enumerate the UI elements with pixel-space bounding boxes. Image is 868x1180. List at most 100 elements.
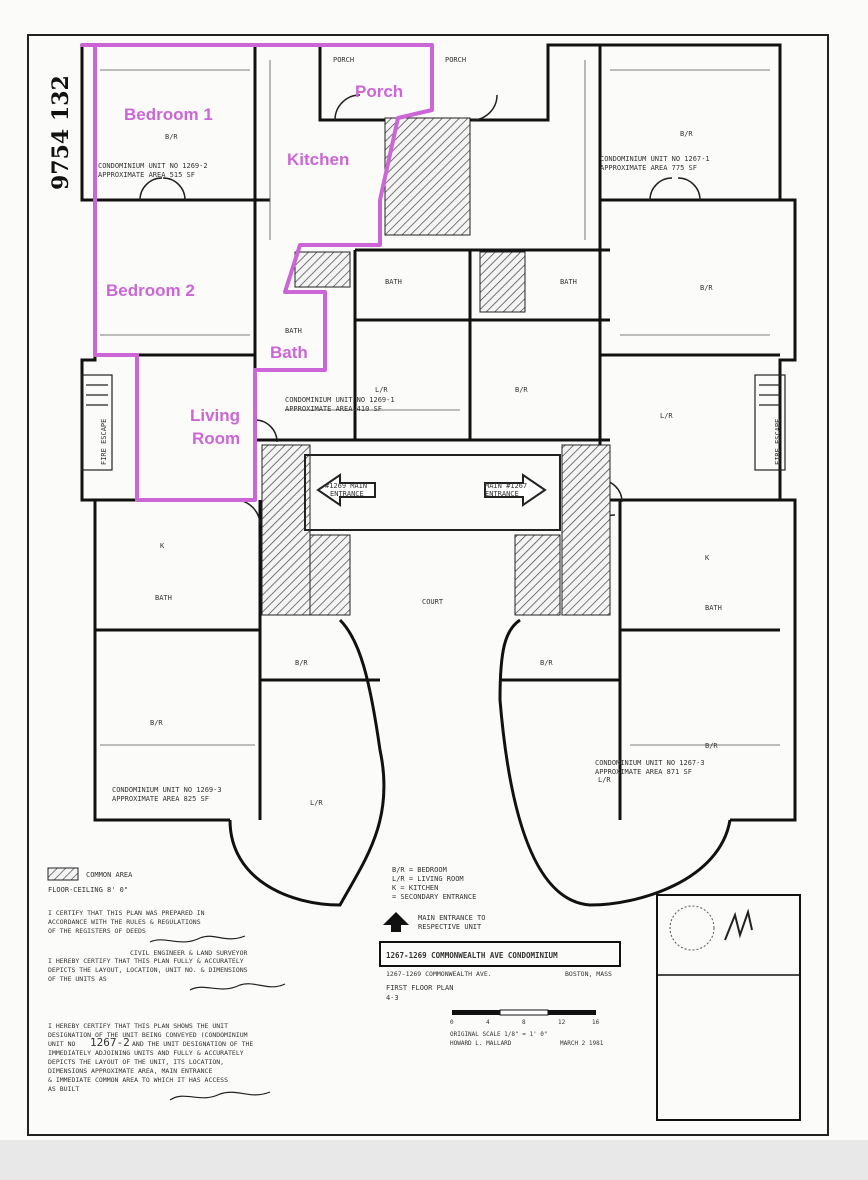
bath-label-d: BATH xyxy=(155,594,172,602)
main-entrance-arrow-icon xyxy=(383,912,409,932)
unit-nw-label-2: APPROXIMATE AREA 515 SF xyxy=(98,171,195,179)
unit-ne-label-1: CONDOMINIUM UNIT NO 1267-1 xyxy=(600,155,710,163)
unit-se-label-2: APPROXIMATE AREA 871 SF xyxy=(595,768,692,776)
br-label-se: B/R xyxy=(705,742,718,750)
cert3-line-2: UNIT NO xyxy=(48,1040,75,1048)
legend-key-2: K = KITCHEN xyxy=(392,884,438,892)
legend-key-3: = SECONDARY ENTRANCE xyxy=(392,893,476,901)
bath-label-a: BATH xyxy=(385,278,402,286)
porch-right-label: PORCH xyxy=(445,56,466,64)
k-label-sw: K xyxy=(160,542,165,550)
br-label-sw2: B/R xyxy=(295,659,308,667)
cert3-line-5: DEPICTS THE LAYOUT OF THE UNIT, ITS LOCA… xyxy=(48,1058,224,1066)
room-label: Room xyxy=(192,429,240,448)
unit-c-label-2: APPROXIMATE AREA 410 SF xyxy=(285,405,382,413)
cert3-line-0: I HEREBY CERTIFY THAT THIS PLAN SHOWS TH… xyxy=(48,1022,228,1030)
signature-3 xyxy=(169,1091,271,1101)
side-number: 9754 132 xyxy=(48,75,74,190)
br-label-c: B/R xyxy=(515,386,528,394)
scale-tick-2: 8 xyxy=(522,1019,526,1026)
scale-date: MARCH 2 1981 xyxy=(560,1040,604,1047)
unit-c-label-1: CONDOMINIUM UNIT NO 1269-1 xyxy=(285,396,395,404)
highlighted-unit-outline xyxy=(80,43,434,502)
common-areas xyxy=(261,117,611,616)
title-address: 1267-1269 COMMONWEALTH AVE. xyxy=(386,970,492,978)
porch-left-label: PORCH xyxy=(333,56,354,64)
title-floor-no: 4-3 xyxy=(386,994,399,1002)
lr-label-se: L/R xyxy=(598,776,611,784)
lr-label-sw: L/R xyxy=(310,799,323,807)
scale-tick-0: 0 xyxy=(450,1019,454,1026)
lr-label-c: L/R xyxy=(375,386,388,394)
entrance-left-label-1: #1269 MAIN xyxy=(325,482,367,490)
porch-label: Porch xyxy=(355,82,403,101)
bedroom-2-label: Bedroom 2 xyxy=(106,281,195,300)
drawing-frame xyxy=(27,34,829,1136)
k-label-se: K xyxy=(705,554,710,562)
cert3-line-3: AND THE UNIT DESIGNATION OF THE xyxy=(132,1040,253,1048)
unit-sw-label-2: APPROXIMATE AREA 825 SF xyxy=(112,795,209,803)
bath-label: Bath xyxy=(270,343,308,362)
scale-original: ORIGINAL SCALE 1/8" = 1' 0" xyxy=(450,1031,548,1038)
entrance-corridor xyxy=(304,454,561,531)
entrance-right-label-1: MAIN #1267 xyxy=(485,482,527,490)
cert3-line-4: IMMEDIATELY ADJOINING UNITS AND FULLY & … xyxy=(48,1049,244,1057)
signature-1 xyxy=(149,935,246,943)
highlight-labels: Bedroom 1 Bedroom 2 Kitchen Porch Bath L… xyxy=(106,82,403,448)
scale-bar: 0 4 8 12 16 ORIGINAL SCALE 1/8" = 1' 0" … xyxy=(450,1009,604,1047)
cert3-line-7: & IMMEDIATE COMMON AREA TO WHICH IT HAS … xyxy=(48,1076,228,1084)
seal-icon xyxy=(669,905,715,951)
cert2-line-2: OF THE UNITS AS xyxy=(48,975,107,983)
legend-key-1: L/R = LIVING ROOM xyxy=(392,875,464,883)
unit-se-label-1: CONDOMINIUM UNIT NO 1267-3 xyxy=(595,759,705,767)
bath-label-b: BATH xyxy=(560,278,577,286)
living-label: Living xyxy=(190,406,240,425)
title-city: BOSTON, MASS xyxy=(565,970,612,978)
bath-label-c: BATH xyxy=(285,327,302,335)
unit-nw-label-1: CONDOMINIUM UNIT NO 1269-2 xyxy=(98,162,208,170)
cert3-unit-no: 1267-2 xyxy=(90,1036,130,1049)
legend-floor-ceiling: FLOOR-CEILING 8' 0" xyxy=(48,886,128,894)
certifications: I CERTIFY THAT THIS PLAN WAS PREPARED IN… xyxy=(48,909,286,1101)
scan-bottom-strip xyxy=(0,1140,868,1180)
cert3-line-1: DESIGNATION OF THE UNIT BEING CONVEYED (… xyxy=(48,1031,248,1039)
dimension-lines xyxy=(100,60,780,746)
lr-label-ne: L/R xyxy=(660,412,673,420)
fire-escape-right-label: FIRE ESCAPE xyxy=(774,419,782,465)
common-area-swatch xyxy=(47,867,79,881)
cert3-line-6: DIMENSIONS APPROXIMATE AREA, MAIN ENTRAN… xyxy=(48,1067,212,1075)
scale-tick-4: 16 xyxy=(592,1019,600,1026)
title-floor: FIRST FLOOR PLAN xyxy=(386,984,453,992)
entrance-left-label-2: ENTRANCE xyxy=(330,490,364,498)
bath-label-e: BATH xyxy=(705,604,722,612)
scale-tick-1: 4 xyxy=(486,1019,490,1026)
cert2-line-1: DEPICTS THE LAYOUT, LOCATION, UNIT NO. &… xyxy=(48,966,248,974)
unit-sw-label-1: CONDOMINIUM UNIT NO 1269-3 xyxy=(112,786,222,794)
br-label-nw: B/R xyxy=(165,133,178,141)
cert1-line-0: I CERTIFY THAT THIS PLAN WAS PREPARED IN xyxy=(48,909,205,917)
cert3-line-8: AS BUILT xyxy=(48,1085,79,1093)
cert2-line-0: I HEREBY CERTIFY THAT THIS PLAN FULLY & … xyxy=(48,957,244,965)
br-label-sw: B/R xyxy=(150,719,163,727)
registry-stamp-box xyxy=(656,894,801,1121)
fire-escape-left-label: FIRE ESCAPE xyxy=(100,419,108,465)
bedroom-1-label: Bedroom 1 xyxy=(124,105,213,124)
kitchen-label: Kitchen xyxy=(287,150,349,169)
legend-key-0: B/R = BEDROOM xyxy=(392,866,447,874)
title-main: 1267-1269 COMMONWEALTH AVE CONDOMINIUM xyxy=(386,951,558,960)
cert1-line-2: OF THE REGISTERS OF DEEDS xyxy=(48,927,146,935)
unit-ne-label-2: APPROXIMATE AREA 775 SF xyxy=(600,164,697,172)
court-label: COURT xyxy=(422,598,444,606)
surveyor-line: CIVIL ENGINEER & LAND SURVEYOR xyxy=(130,949,247,957)
scale-tick-3: 12 xyxy=(558,1019,566,1026)
legend: COMMON AREA FLOOR-CEILING 8' 0" B/R = BE… xyxy=(47,866,485,932)
signature-2 xyxy=(189,983,286,991)
br-label-ne: B/R xyxy=(680,130,693,138)
legend-main-entrance: MAIN ENTRANCE TO xyxy=(418,914,485,922)
scale-author: HOWARD L. MALLARD xyxy=(450,1040,512,1047)
br-label-ne2: B/R xyxy=(700,284,713,292)
fire-escapes xyxy=(81,374,786,471)
title-block: 1267-1269 COMMONWEALTH AVE CONDOMINIUM 1… xyxy=(379,941,621,1002)
cert1-line-1: ACCORDANCE WITH THE RULES & REGULATIONS xyxy=(48,918,201,926)
